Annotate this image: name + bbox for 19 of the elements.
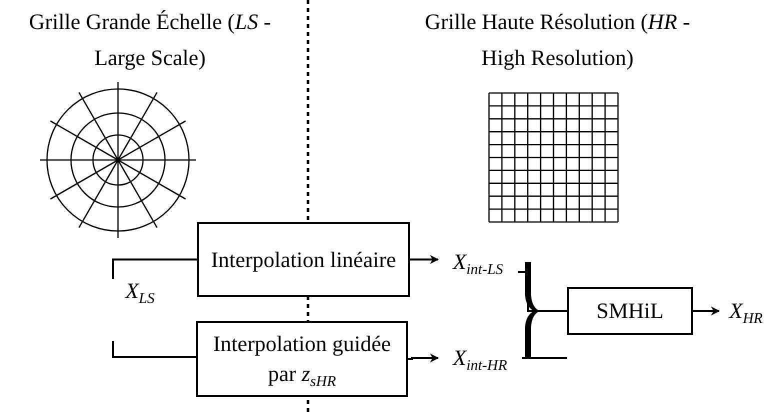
process-box bbox=[567, 287, 693, 335]
arrow bbox=[408, 354, 439, 362]
box-label: SMHiL bbox=[596, 297, 664, 325]
variable-label: X$_{LS}$ bbox=[125, 277, 155, 306]
variable-label: X$_{int-LS}$ bbox=[452, 248, 504, 277]
box-label: Interpolation guidée par z$_{sHR}$ bbox=[212, 330, 392, 389]
arrow bbox=[693, 306, 720, 316]
connector-line bbox=[112, 258, 197, 279]
connector-line bbox=[112, 341, 196, 358]
grid-heading: Grille Haute Résolution (HR - High Resolution) bbox=[424, 8, 692, 72]
box-label: Interpolation linéaire bbox=[210, 246, 396, 274]
grid-heading: Grille Grande Échelle (LS - Large Scale) bbox=[28, 8, 272, 72]
connector-line bbox=[522, 357, 567, 359]
process-box bbox=[196, 321, 408, 397]
connector-line bbox=[518, 271, 567, 312]
variable-label: X$_{HR}$ bbox=[729, 297, 763, 326]
process-box bbox=[197, 222, 410, 297]
arrow bbox=[410, 255, 439, 264]
variable-label: X$_{int-HR}$ bbox=[452, 344, 508, 373]
